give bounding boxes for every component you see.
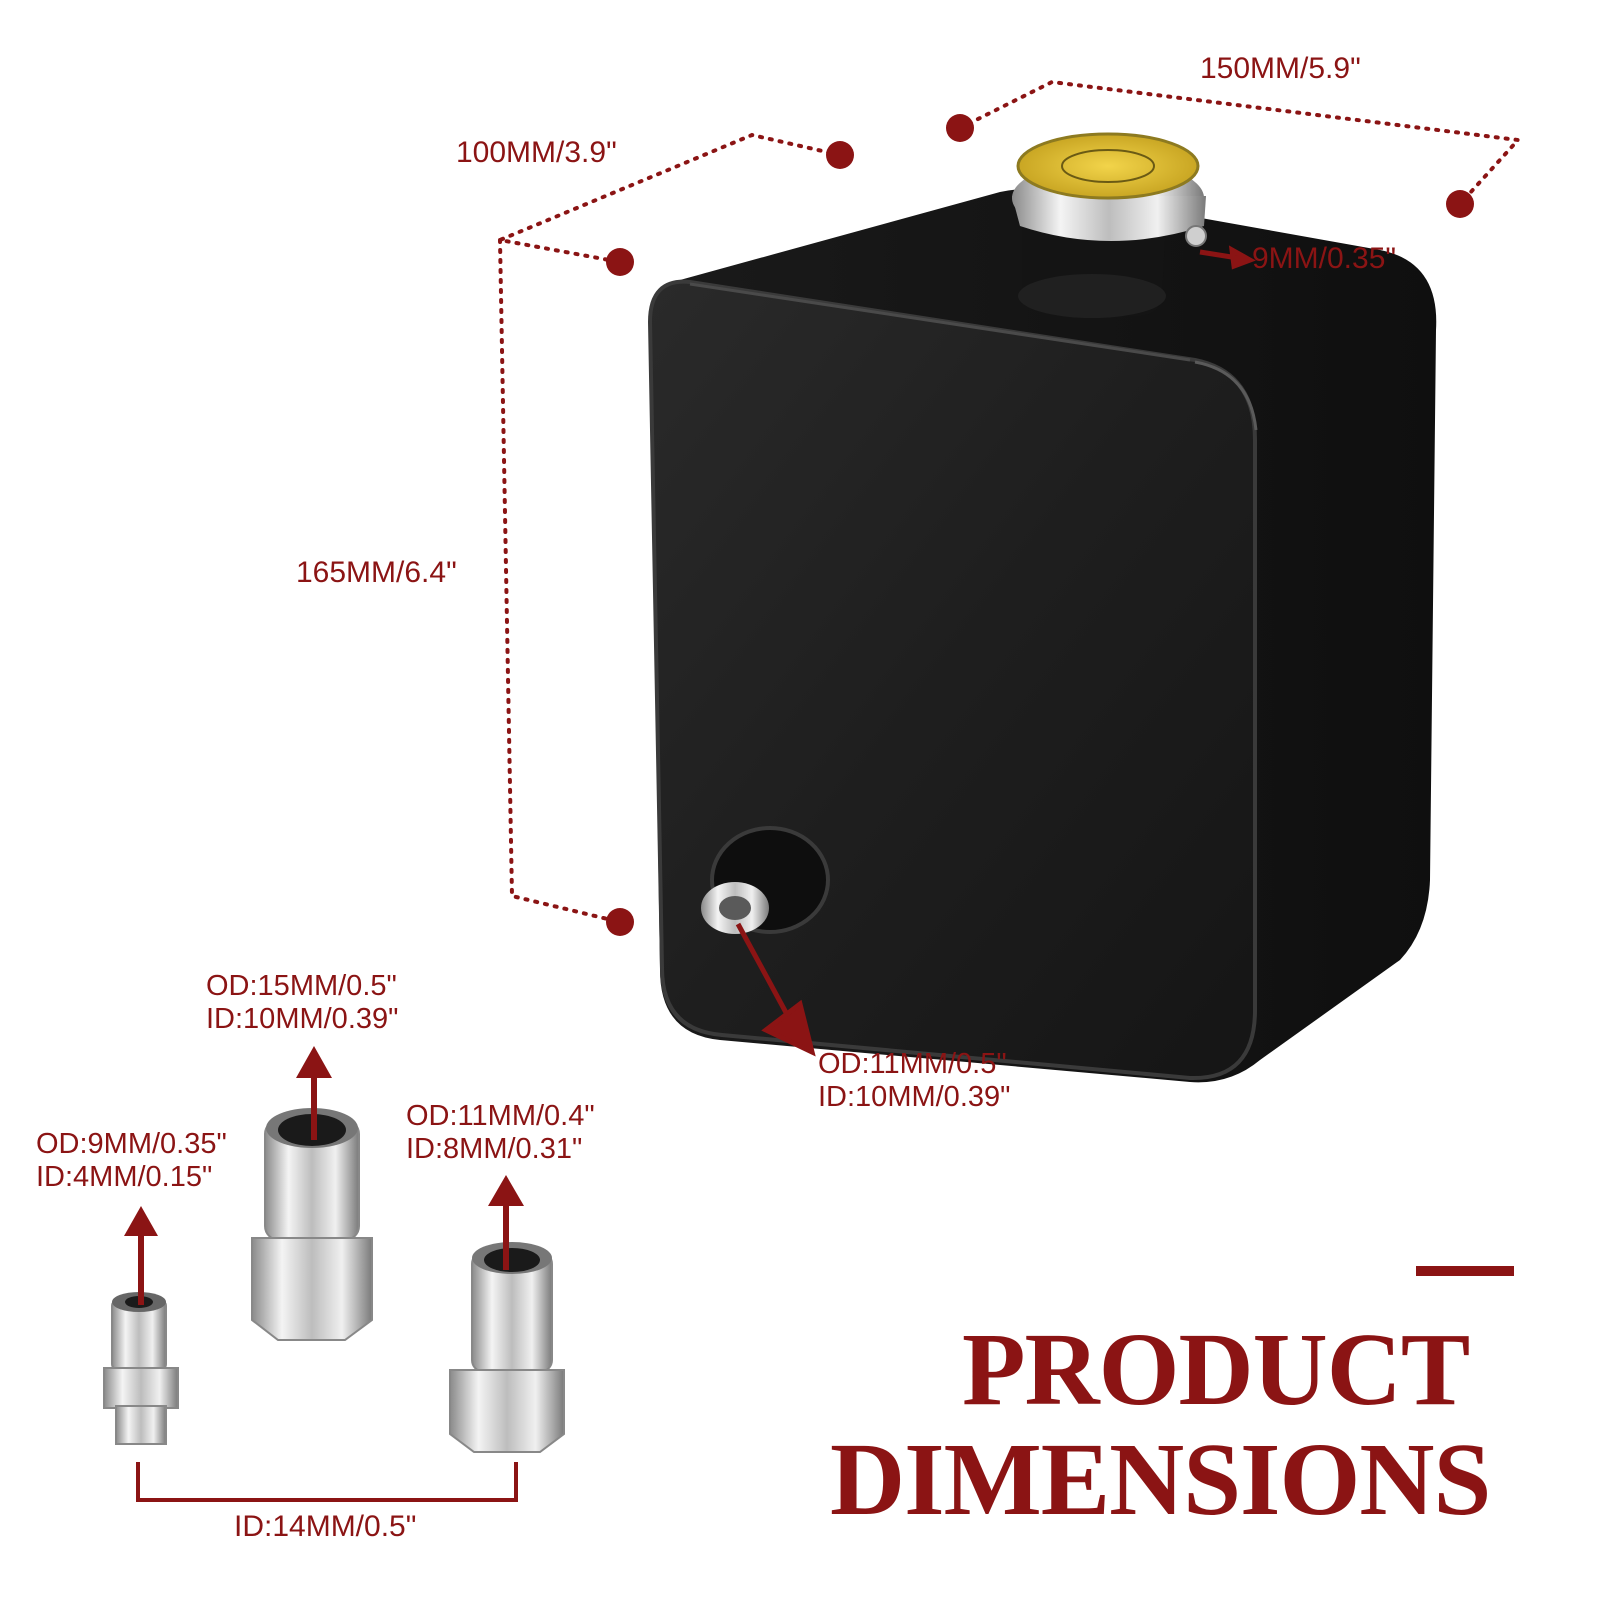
fitting-small-od: OD:9MM/0.35" [36, 1128, 227, 1160]
fitting-large-label: OD:15MM/0.5" ID:10MM/0.39" [206, 970, 398, 1036]
fitting-medium-id: ID:8MM/0.31" [406, 1133, 583, 1165]
heading-line2: DIMENSIONS [830, 1422, 1491, 1537]
fitting-thread-label: ID:14MM/0.5" [234, 1510, 417, 1543]
fitting-large-id: ID:10MM/0.39" [206, 1003, 399, 1035]
heading-line1: PRODUCT [962, 1312, 1470, 1427]
width-label: 100MM/3.9" [456, 136, 617, 169]
outlet-id-label: ID:10MM/0.39" [818, 1081, 1011, 1113]
outlet-od-label: OD:11MM/0.5" [818, 1048, 1007, 1080]
fitting-arrows [124, 1046, 524, 1305]
fitting-medium-od: OD:11MM/0.4" [406, 1100, 595, 1132]
fitting-medium-label: OD:11MM/0.4" ID:8MM/0.31" [406, 1100, 595, 1166]
length-label: 150MM/5.9" [1200, 52, 1361, 85]
height-label: 165MM/6.4" [296, 556, 457, 589]
heading-accent-line [1416, 1266, 1514, 1276]
overflow-port-label: 9MM/0.35" [1252, 242, 1397, 275]
coolant-tank [647, 188, 1437, 1083]
outlet-label: OD:11MM/0.5" ID:10MM/0.39" [818, 1048, 1010, 1114]
dimension-arrows [735, 245, 1256, 1057]
fitting-small-label: OD:9MM/0.35" ID:4MM/0.15" [36, 1128, 227, 1194]
thread-bracket [136, 1462, 518, 1502]
dimension-lines [493, 79, 1523, 924]
dimension-dots [606, 114, 1474, 936]
radiator-cap-icon [1012, 132, 1207, 318]
fitting-icon [103, 1108, 565, 1453]
fitting-small-id: ID:4MM/0.15" [36, 1161, 213, 1193]
outlet-fitting-icon [701, 826, 830, 934]
fitting-large-od: OD:15MM/0.5" [206, 970, 397, 1002]
